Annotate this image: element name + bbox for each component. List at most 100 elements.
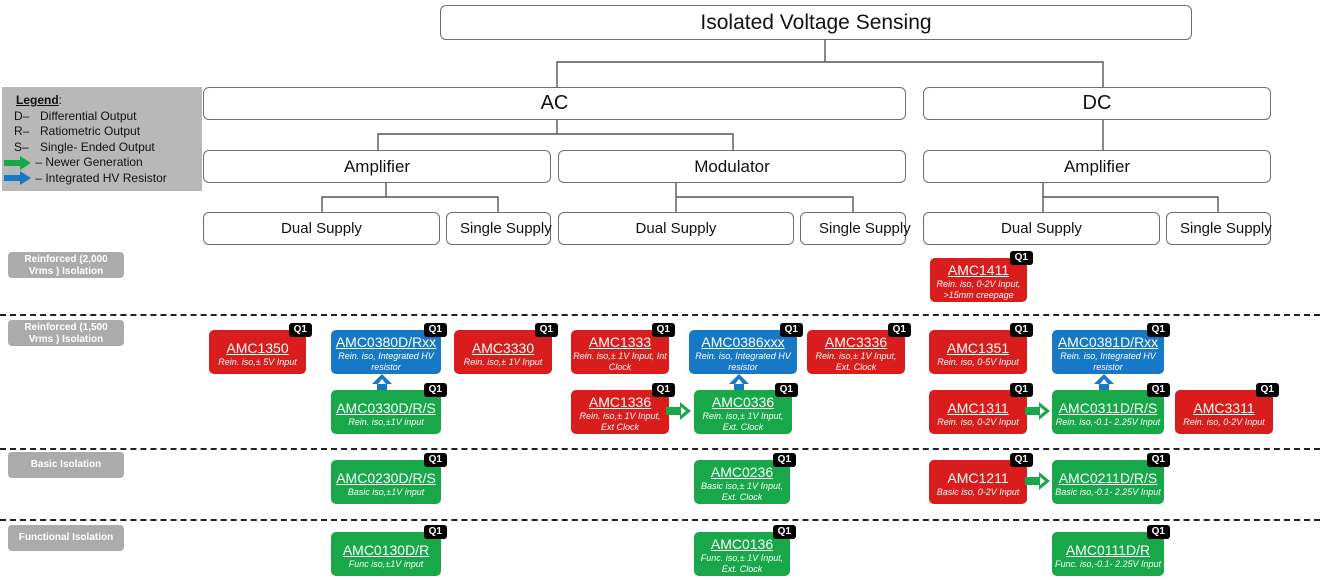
device-name: AMC1411 (947, 262, 1010, 278)
device-amc1350[interactable]: AMC1350 Rein. iso,± 5V Input Q1 (209, 323, 312, 374)
divider-3 (0, 519, 1320, 521)
q1-badge: Q1 (772, 453, 796, 467)
root-title: Isolated Voltage Sensing (440, 5, 1192, 40)
device-amc1351[interactable]: AMC1351 Rein. iso, 0-5V Input Q1 (929, 323, 1033, 374)
device-name: AMC0230D/R/S (336, 470, 436, 486)
device-desc: Rein. iso, 0-2V Input, >15mm creepage (936, 279, 1021, 300)
ac-amp-dual-supply: Dual Supply (203, 212, 440, 245)
device-amc3330[interactable]: AMC3330 Rein. iso,± 1V Input Q1 (454, 323, 558, 374)
dc-amp-dual-text: Dual Supply (1001, 220, 1082, 237)
device-desc: Func. iso,-0.1- 2.25V Input (1054, 559, 1162, 569)
device-amc0380[interactable]: AMC0380D/Rxx Rein. iso, Integrated HV re… (331, 323, 447, 374)
legend-colon: : (58, 93, 63, 107)
legend: Legend: D–Differential Output R–Ratiomet… (2, 87, 202, 191)
device-amc1311[interactable]: AMC1311 Rein. iso, 0-2V Input Q1 (929, 383, 1033, 434)
ac-amplifier-text: Amplifier (343, 156, 411, 176)
dc-amp-dual-supply: Dual Supply (923, 212, 1160, 245)
device-amc0386[interactable]: AMC0386xxx Rein. iso, Integrated HV resi… (689, 323, 803, 374)
device-amc0211[interactable]: AMC0211D/R/S Basic iso,-0.1- 2.25V Input… (1052, 453, 1170, 504)
root-title-text: Isolated Voltage Sensing (700, 10, 932, 34)
q1-badge: Q1 (1255, 383, 1279, 397)
device-name: AMC1211 (947, 470, 1009, 486)
legend-text-r: Ratiometric Output (40, 124, 141, 138)
device-amc3336[interactable]: AMC3336 Rein. iso,± 1V Input, Ext. Clock… (807, 323, 911, 374)
device-amc0136[interactable]: AMC0136 Func. iso,± 1V Input, Ext. Clock… (694, 525, 796, 576)
device-name: AMC0381D/Rxx (1057, 334, 1159, 350)
q1-badge: Q1 (1146, 525, 1170, 539)
device-amc3311[interactable]: AMC3311 Rein. iso, 0-2V Input Q1 (1175, 383, 1279, 434)
device-amc0236[interactable]: AMC0236 Basic iso,± 1V Input, Ext. Clock… (694, 453, 796, 504)
q1-badge: Q1 (651, 383, 675, 397)
device-desc: Basic iso, 0-2V Input (936, 487, 1020, 497)
q1-badge: Q1 (651, 323, 675, 337)
q1-badge: Q1 (1009, 383, 1033, 397)
q1-badge: Q1 (423, 323, 447, 337)
device-desc: Basic iso,±1V input (347, 487, 425, 497)
q1-badge: Q1 (887, 323, 911, 337)
device-desc: Rein. iso, 0-2V Input (1183, 417, 1265, 427)
legend-text-s: Single- Ended Output (40, 139, 155, 154)
ac-modulator: Modulator (558, 150, 906, 183)
ac-amp-dual-text: Dual Supply (281, 220, 362, 237)
device-amc0381[interactable]: AMC0381D/Rxx Rein. iso, Integrated HV re… (1052, 323, 1170, 374)
q1-badge: Q1 (1146, 323, 1170, 337)
divider-2 (0, 448, 1320, 450)
device-amc0230[interactable]: AMC0230D/R/S Basic iso,±1V input Q1 (331, 453, 447, 504)
q1-badge: Q1 (288, 323, 312, 337)
device-desc: Rein. iso, Integrated HV resistor (1060, 351, 1156, 372)
blue-up-arrow-icon (372, 374, 392, 390)
q1-badge: Q1 (423, 453, 447, 467)
row-label-basic: Basic Isolation (8, 452, 124, 478)
device-amc1211[interactable]: AMC1211 Basic iso, 0-2V Input Q1 (929, 453, 1033, 504)
device-name: AMC0136 (710, 536, 774, 552)
device-amc0330[interactable]: AMC0330D/R/S Rein. iso,±1V input Q1 (331, 383, 447, 434)
device-amc0336[interactable]: AMC0336 Rein. iso,± 1V Input, Ext. Clock… (694, 383, 798, 434)
device-desc: Rein. iso,± 1V Input, Int Clock (573, 351, 667, 372)
device-desc: Rein. iso,± 5V Input (218, 357, 297, 367)
device-name: AMC1336 (588, 394, 652, 410)
device-name: AMC0380D/Rxx (335, 334, 437, 350)
blue-up-arrow-icon (729, 374, 749, 390)
q1-badge: Q1 (423, 383, 447, 397)
device-desc: Rein. iso, 0-2V Input (937, 417, 1019, 427)
divider-1 (0, 314, 1320, 316)
q1-badge: Q1 (1009, 453, 1033, 467)
q1-badge: Q1 (772, 525, 796, 539)
device-name: AMC1311 (947, 400, 1009, 416)
category-ac: AC (203, 87, 906, 120)
device-name: AMC0111D/R (1065, 542, 1151, 558)
device-name: AMC3330 (471, 340, 535, 356)
device-amc0130[interactable]: AMC0130D/R Func iso,±1V input Q1 (331, 525, 447, 576)
device-name: AMC0211D/R/S (1058, 470, 1158, 486)
device-name: AMC3311 (1193, 400, 1255, 416)
device-amc0111[interactable]: AMC0111D/R Func. iso,-0.1- 2.25V Input Q… (1052, 525, 1170, 576)
q1-badge: Q1 (1146, 383, 1170, 397)
device-name: AMC1351 (946, 340, 1010, 356)
ac-mod-single-supply: Single Supply (800, 212, 911, 245)
device-name: AMC0386xxx (701, 334, 785, 350)
device-amc1411[interactable]: AMC1411 Rein. iso, 0-2V Input, >15mm cre… (930, 251, 1033, 302)
dc-amplifier-text: Amplifier (1063, 156, 1131, 176)
legend-key-d: D– (14, 108, 30, 123)
device-desc: Rein. iso, Integrated HV resistor (695, 351, 791, 372)
device-desc: Rein. iso,± 1V Input, Ext. Clock (702, 411, 784, 432)
category-ac-text: AC (540, 92, 569, 114)
device-amc1333[interactable]: AMC1333 Rein. iso,± 1V Input, Int Clock … (571, 323, 675, 374)
dc-amp-single-supply: Single Supply (1166, 212, 1272, 245)
row-label-reinforced-1500: Reinforced (1,500 Vrms ) Isolation (8, 320, 124, 346)
legend-text-d: Differential Output (40, 108, 137, 123)
legend-key-r: R– (14, 124, 30, 138)
device-name: AMC1333 (588, 334, 652, 350)
device-name: AMC3336 (824, 334, 888, 350)
device-desc: Rein. iso,±1V input (348, 417, 424, 427)
device-amc0311[interactable]: AMC0311D/R/S Rein. iso,-0.1- 2.25V Input… (1052, 383, 1170, 434)
green-right-arrow-icon (1025, 472, 1050, 490)
blue-up-arrow-icon (1094, 374, 1114, 390)
ac-mod-dual-supply: Dual Supply (558, 212, 794, 245)
green-arrow-icon (4, 155, 31, 170)
ac-amplifier: Amplifier (203, 150, 551, 183)
device-amc1336[interactable]: AMC1336 Rein. iso,± 1V Input, Ext Clock … (571, 383, 675, 434)
green-right-arrow-icon (1025, 402, 1050, 420)
q1-badge: Q1 (779, 323, 803, 337)
